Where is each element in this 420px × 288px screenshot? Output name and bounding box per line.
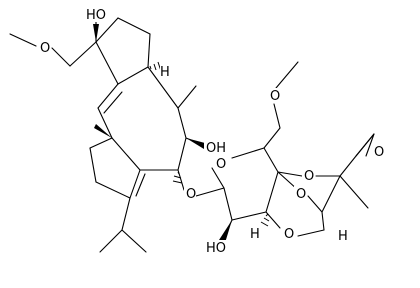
label-o-cage-a: O xyxy=(304,169,314,184)
label-oh-bottom: HO xyxy=(206,241,226,256)
label-o-epoxide: O xyxy=(374,145,384,160)
label-h-top: H xyxy=(160,65,170,80)
stereo-bonds xyxy=(93,24,270,243)
label-o-ring: O xyxy=(216,157,226,172)
label-o-glycoside: O xyxy=(186,187,196,202)
label-oh-top: HO xyxy=(86,8,106,23)
label-oh-mid: OH xyxy=(206,141,226,156)
label-h-bottom: H xyxy=(250,227,260,242)
label-o-cage-b: O xyxy=(296,187,306,202)
label-h-cage: H xyxy=(338,229,348,244)
label-o-cage-c: O xyxy=(284,227,294,242)
atom-labels: HO O OH O O O O O O O HO H H H xyxy=(38,6,384,256)
label-o-methoxy-left: O xyxy=(40,41,50,56)
label-o-methoxy-right: O xyxy=(270,89,280,104)
bond-skeleton xyxy=(9,17,375,253)
